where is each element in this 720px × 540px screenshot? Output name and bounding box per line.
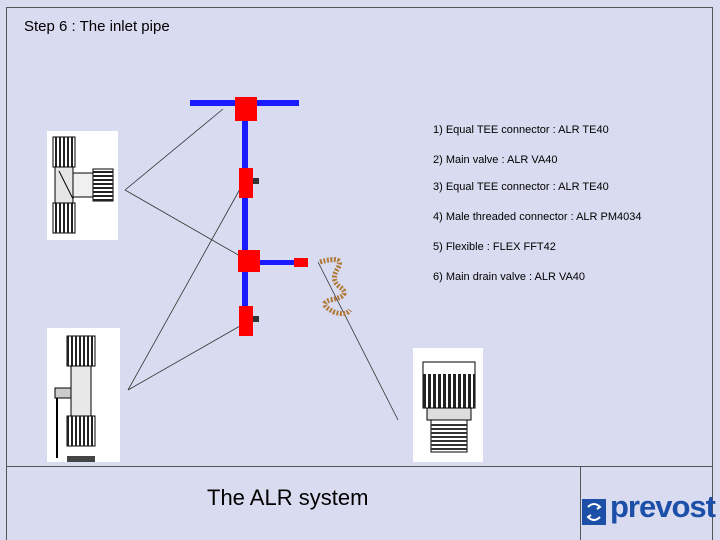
leader-line-tee-mid <box>124 189 241 257</box>
prevost-logo <box>582 497 715 529</box>
leader-line-connector <box>317 261 399 421</box>
logo-text: prevost <box>610 489 716 524</box>
branch-pipe <box>260 260 296 265</box>
item-2-main-valve: 2) Main valve : ALR VA40 <box>433 154 558 166</box>
item-3-equal-tee: 3) Equal TEE connector : ALR TE40 <box>433 181 609 193</box>
drain-valve-handle <box>253 316 259 322</box>
vertical-pipe <box>242 106 248 336</box>
top-tee-fitting <box>235 97 257 121</box>
footer-divider <box>580 466 581 540</box>
flexible-hose <box>319 257 353 317</box>
logo-emblem <box>582 499 606 525</box>
slide-title: Step 6 : The inlet pipe <box>24 18 170 35</box>
tee-connector-photo <box>47 131 118 240</box>
main-valve-handle <box>253 178 259 184</box>
leader-line-valve-main <box>127 188 241 391</box>
main-valve-fitting <box>239 168 253 198</box>
valve-photo <box>47 328 120 462</box>
item-5-flexible: 5) Flexible : FLEX FFT42 <box>433 241 556 253</box>
footer-frame <box>6 466 713 540</box>
footer-title: The ALR system <box>207 485 369 510</box>
leader-line-tee-top <box>124 108 224 191</box>
item-1-equal-tee: 1) Equal TEE connector : ALR TE40 <box>433 124 609 136</box>
drain-valve-fitting <box>239 306 253 336</box>
leader-line-valve-drain <box>127 325 241 391</box>
item-4-male-connector: 4) Male threaded connector : ALR PM4034 <box>433 211 642 223</box>
male-connector-fitting <box>294 258 308 267</box>
middle-tee-fitting <box>238 250 260 272</box>
item-6-drain-valve: 6) Main drain valve : ALR VA40 <box>433 271 586 283</box>
male-connector-photo <box>413 348 483 462</box>
